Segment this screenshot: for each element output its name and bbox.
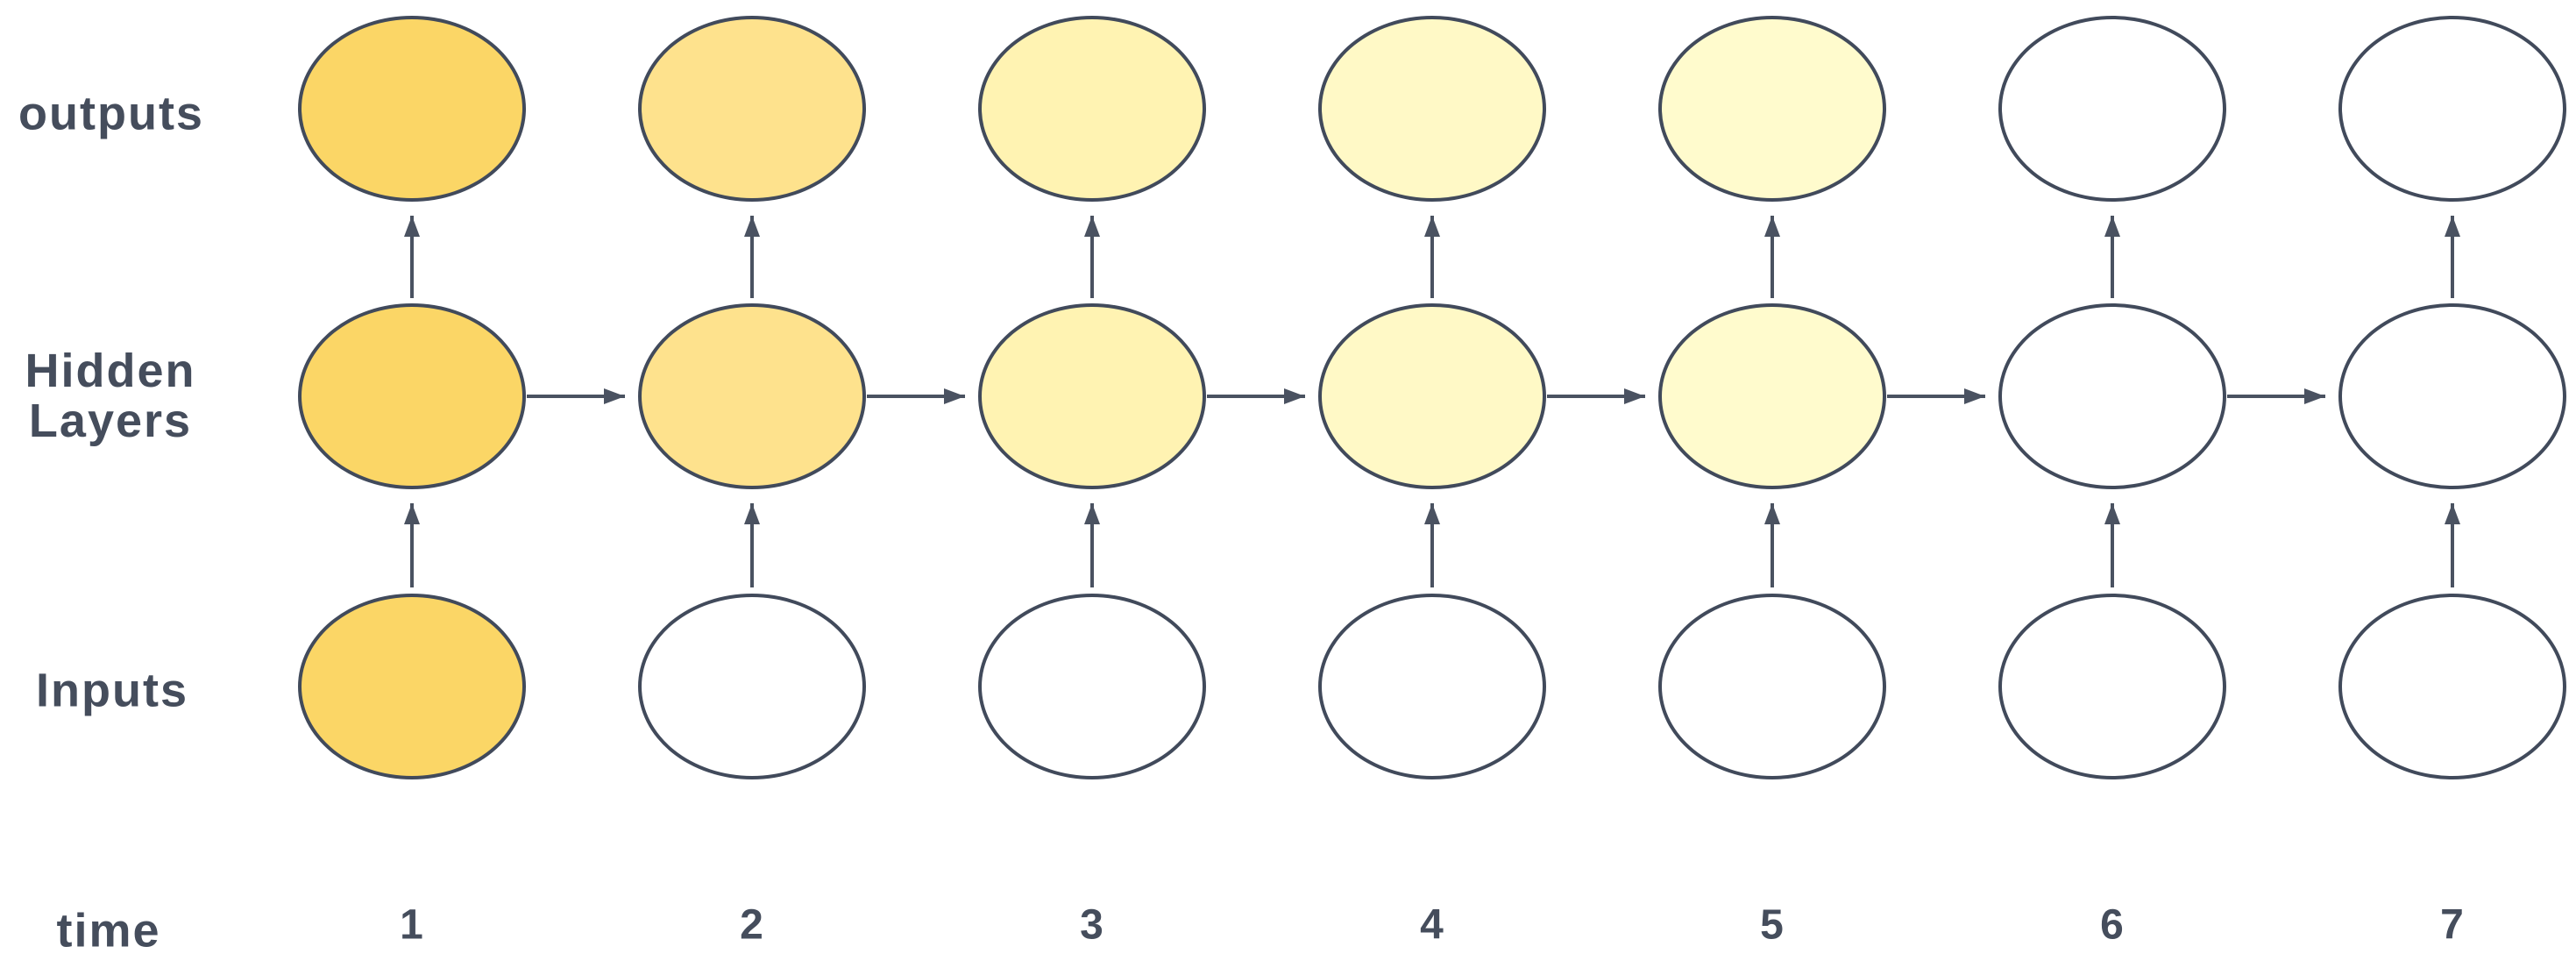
time-step-label-3: 3 xyxy=(1080,901,1104,949)
time-step-label-7: 7 xyxy=(2440,901,2465,949)
node-inputs-t3 xyxy=(978,594,1206,779)
row-label-hidden-line1: Hidden xyxy=(25,345,196,397)
time-step-label-6: 6 xyxy=(2100,901,2125,949)
node-hidden-t4 xyxy=(1318,303,1546,489)
node-outputs-t7 xyxy=(2338,16,2566,202)
time-step-label-4: 4 xyxy=(1420,901,1444,949)
node-inputs-t5 xyxy=(1658,594,1886,779)
node-inputs-t2 xyxy=(638,594,866,779)
node-outputs-t2 xyxy=(638,16,866,202)
node-hidden-t1 xyxy=(298,303,526,489)
node-inputs-t6 xyxy=(1998,594,2226,779)
node-outputs-t5 xyxy=(1658,16,1886,202)
time-step-label-2: 2 xyxy=(740,901,764,949)
time-step-label-1: 1 xyxy=(400,901,424,949)
node-inputs-t1 xyxy=(298,594,526,779)
node-outputs-t6 xyxy=(1998,16,2226,202)
node-hidden-t6 xyxy=(1998,303,2226,489)
row-label-hidden-line2: Layers xyxy=(28,395,193,447)
node-outputs-t4 xyxy=(1318,16,1546,202)
node-inputs-t7 xyxy=(2338,594,2566,779)
row-label-outputs: outputs xyxy=(18,87,204,140)
node-hidden-t3 xyxy=(978,303,1206,489)
time-step-label-5: 5 xyxy=(1760,901,1785,949)
row-label-inputs: Inputs xyxy=(36,664,188,717)
time-axis-label: time xyxy=(56,904,161,957)
node-outputs-t3 xyxy=(978,16,1206,202)
node-hidden-t2 xyxy=(638,303,866,489)
node-outputs-t1 xyxy=(298,16,526,202)
node-hidden-t7 xyxy=(2338,303,2566,489)
node-inputs-t4 xyxy=(1318,594,1546,779)
node-hidden-t5 xyxy=(1658,303,1886,489)
row-label-hidden-layers: Hidden Layers xyxy=(25,346,196,446)
